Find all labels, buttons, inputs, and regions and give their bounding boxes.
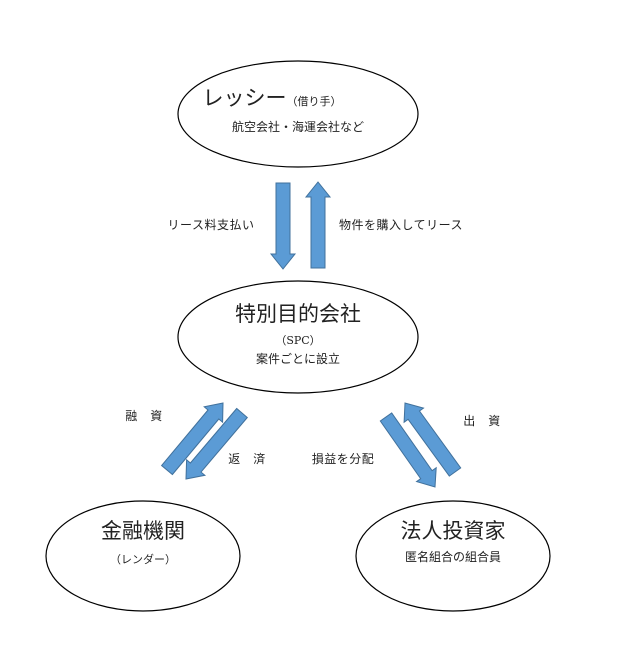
lessee-subtitle: 航空会社・海運会社など [231,120,365,134]
investor-ellipse [355,500,551,612]
investment-arrow-icon [403,402,462,477]
profit-distribution-label: 損益を分配 [311,452,375,466]
lender-title: 金融機関 [101,519,185,543]
spc-ellipse [177,280,419,394]
purchase-lease-arrow-icon [304,181,332,269]
lease-payment-arrow-icon [269,182,297,270]
purchase-lease-label: 物件を購入してリース [338,218,464,232]
lender-subtitle: （レンダー） [110,553,176,566]
profit-distribution-arrow-icon [379,412,437,488]
repayment-label: 返 済 [228,452,266,466]
lease-payment-label: リース料支払い [167,218,255,232]
lessee-title-note: （借り手） [286,95,342,108]
lessee-title: レッシー（借り手） [202,86,342,110]
investor-title: 法人投資家 [400,519,506,543]
financing-arrow-icon [160,402,224,476]
spc-subtitle: 案件ごとに設立 [255,352,341,366]
investment-label: 出 資 [463,414,501,428]
repayment-arrow-icon [185,407,249,480]
lessee-ellipse [177,60,419,168]
spc-abbr: （SPC） [275,334,321,347]
investor-subtitle: 匿名組合の組合員 [404,550,502,564]
spc-title: 特別目的会社 [235,302,361,326]
financing-label: 融 資 [125,409,163,423]
lender-ellipse [45,500,241,612]
